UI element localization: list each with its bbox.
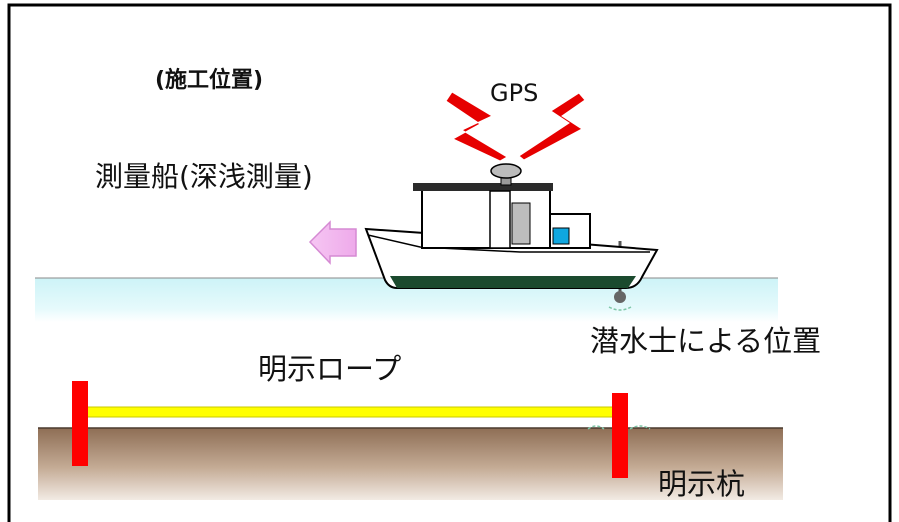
marker-stake-right: [612, 393, 628, 478]
boat-roof: [413, 183, 553, 191]
marker-stake-left: [72, 381, 88, 466]
marker-rope: [77, 406, 619, 418]
lightning-bolt-icon: [445, 91, 508, 162]
diver-ripple-bottom: [587, 425, 651, 430]
gps-label: GPS: [490, 79, 539, 107]
marker-rope-label: 明示ロープ: [258, 352, 402, 386]
survey-boat-icon: [364, 163, 659, 289]
diver-ripple-top: [608, 306, 632, 311]
left-arrow-icon: [308, 220, 357, 265]
boat-hull-stripe: [390, 276, 636, 288]
diagram-title: (施工位置): [155, 68, 264, 93]
boat-aft-window: [552, 227, 570, 245]
boat-cabin-door: [489, 190, 511, 249]
diver-weight: [614, 291, 626, 303]
seabed: [38, 428, 783, 500]
boat-deck-line: [367, 234, 650, 253]
diver-position-label: 潜水士による位置: [590, 324, 822, 358]
diagram-frame: [7, 3, 892, 522]
lightning-bolt-icon: [518, 92, 586, 161]
survey-boat-label: 測量船(深浅測量): [95, 160, 313, 193]
marker-stake-label: 明示杭: [658, 467, 746, 501]
boat-cabin: [421, 185, 551, 249]
gps-antenna: [490, 163, 522, 179]
boat-window: [511, 202, 531, 245]
